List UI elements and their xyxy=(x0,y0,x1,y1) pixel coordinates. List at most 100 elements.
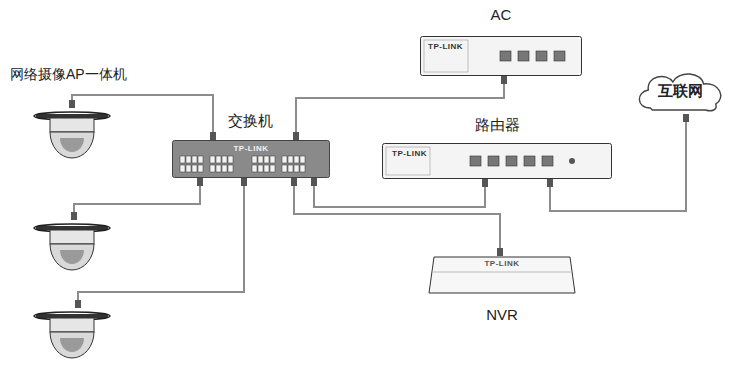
port xyxy=(518,51,529,61)
led xyxy=(569,158,575,164)
cable-plugs xyxy=(291,178,503,256)
camera-body xyxy=(50,230,94,244)
camera-device xyxy=(32,220,112,276)
network-cable xyxy=(78,178,244,308)
port xyxy=(282,156,287,163)
port xyxy=(228,156,233,163)
camera-body xyxy=(50,118,94,132)
port xyxy=(294,165,299,172)
port xyxy=(264,165,269,172)
mount-plate xyxy=(36,226,108,230)
router-device: 路由器TP-LINK xyxy=(382,143,612,179)
rj45-plug xyxy=(71,212,77,220)
rj45-plug xyxy=(547,179,553,187)
port xyxy=(180,156,185,163)
camera-device xyxy=(32,308,112,364)
rj45-plug xyxy=(311,178,317,186)
camera-icon xyxy=(32,220,112,276)
port xyxy=(192,156,197,163)
camera-dome xyxy=(50,244,94,270)
mount-plate xyxy=(36,114,108,118)
port xyxy=(258,165,263,172)
nvr-device: TP-LINKNVR xyxy=(428,256,576,294)
device-case xyxy=(421,37,582,76)
port xyxy=(252,165,257,172)
port xyxy=(198,156,203,163)
cable-plugs xyxy=(71,178,203,220)
port xyxy=(216,156,221,163)
rj45-plug xyxy=(197,178,203,186)
port xyxy=(542,156,553,166)
port xyxy=(222,165,227,172)
port xyxy=(192,165,197,172)
cable-plugs xyxy=(311,178,488,187)
port xyxy=(488,156,499,166)
nvr-seam xyxy=(432,272,572,273)
camera-lens xyxy=(60,250,84,264)
port xyxy=(186,156,191,163)
port xyxy=(198,165,203,172)
network-cable xyxy=(550,114,686,211)
port xyxy=(536,51,547,61)
network-cable xyxy=(314,178,485,207)
port xyxy=(554,51,565,61)
rj45-plug xyxy=(497,248,503,256)
device-label: NVR xyxy=(486,306,518,323)
mount-plate xyxy=(36,314,108,318)
camera-lens xyxy=(60,138,84,152)
network-cable xyxy=(74,178,200,220)
brand-label: TP-LINK xyxy=(484,259,519,268)
port xyxy=(216,165,221,172)
camera-dome xyxy=(50,132,94,158)
router-icon xyxy=(382,143,612,179)
camera-dome xyxy=(50,332,94,358)
port xyxy=(282,165,287,172)
port xyxy=(294,156,299,163)
brand-label: TP-LINK xyxy=(428,42,463,51)
port xyxy=(270,156,275,163)
port xyxy=(210,156,215,163)
camera-device: 网络摄像AP一体机 xyxy=(32,108,112,164)
brand-label: TP-LINK xyxy=(392,149,427,158)
port xyxy=(470,156,481,166)
device-case xyxy=(383,144,612,179)
rj45-plug xyxy=(683,114,689,122)
rj45-plug xyxy=(210,132,216,140)
camera-icon xyxy=(32,308,112,364)
device-label: 网络摄像AP一体机 xyxy=(10,66,127,84)
port xyxy=(258,156,263,163)
brand-label: TP-LINK xyxy=(233,144,268,153)
port xyxy=(222,156,227,163)
port xyxy=(524,156,535,166)
switch-device: 交换机TP-LINK xyxy=(172,140,330,178)
port xyxy=(288,165,293,172)
cable-plugs xyxy=(75,178,247,308)
port xyxy=(300,165,305,172)
ac-device: ACTP-LINK xyxy=(420,36,582,76)
rj45-plug xyxy=(293,132,299,140)
camera-icon xyxy=(32,108,112,164)
port xyxy=(300,156,305,163)
network-cable xyxy=(296,76,504,140)
camera-lens xyxy=(60,338,84,352)
cloud-device: 互联网 xyxy=(632,68,728,114)
port xyxy=(264,156,269,163)
port xyxy=(500,51,511,61)
rj45-plug xyxy=(291,178,297,186)
port xyxy=(270,165,275,172)
device-label: AC xyxy=(491,6,512,23)
device-label: 互联网 xyxy=(632,68,728,114)
device-label: 路由器 xyxy=(475,116,520,135)
camera-body xyxy=(50,318,94,332)
nvr-case xyxy=(429,257,575,293)
port xyxy=(210,165,215,172)
rj45-plug xyxy=(69,100,75,108)
switch-case xyxy=(173,141,330,178)
port xyxy=(506,156,517,166)
device-label: 交换机 xyxy=(228,112,273,131)
port xyxy=(252,156,257,163)
port xyxy=(288,156,293,163)
port xyxy=(228,165,233,172)
